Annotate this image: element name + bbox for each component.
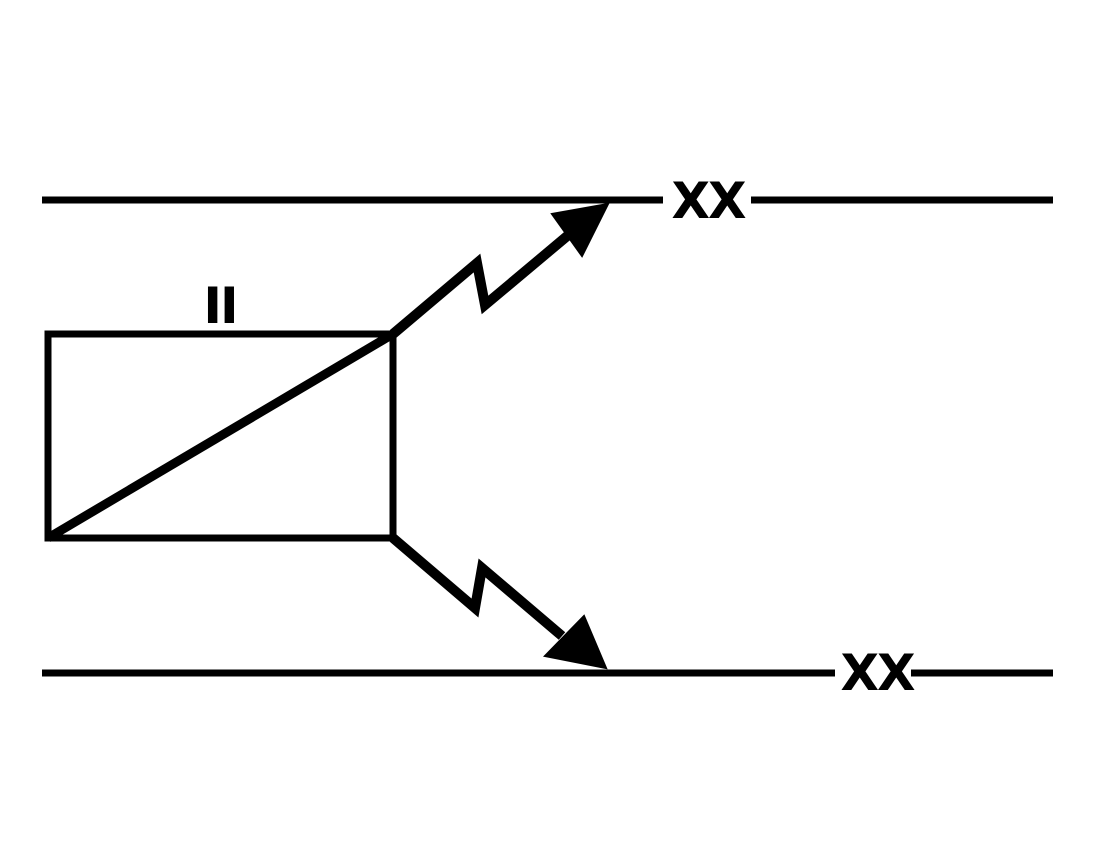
lower-arrowhead: [542, 614, 608, 670]
upper-zigzag-arrow-shaft: [389, 228, 576, 338]
upper-arrowhead: [550, 202, 610, 258]
top-rail-label: XX: [671, 172, 746, 230]
box-outline: [44, 330, 397, 542]
box-label: II: [203, 277, 238, 335]
bottom-rail-label: XX: [840, 644, 915, 702]
lower-zigzag-arrow-shaft: [389, 534, 566, 640]
box-diagonal: [45, 330, 396, 542]
